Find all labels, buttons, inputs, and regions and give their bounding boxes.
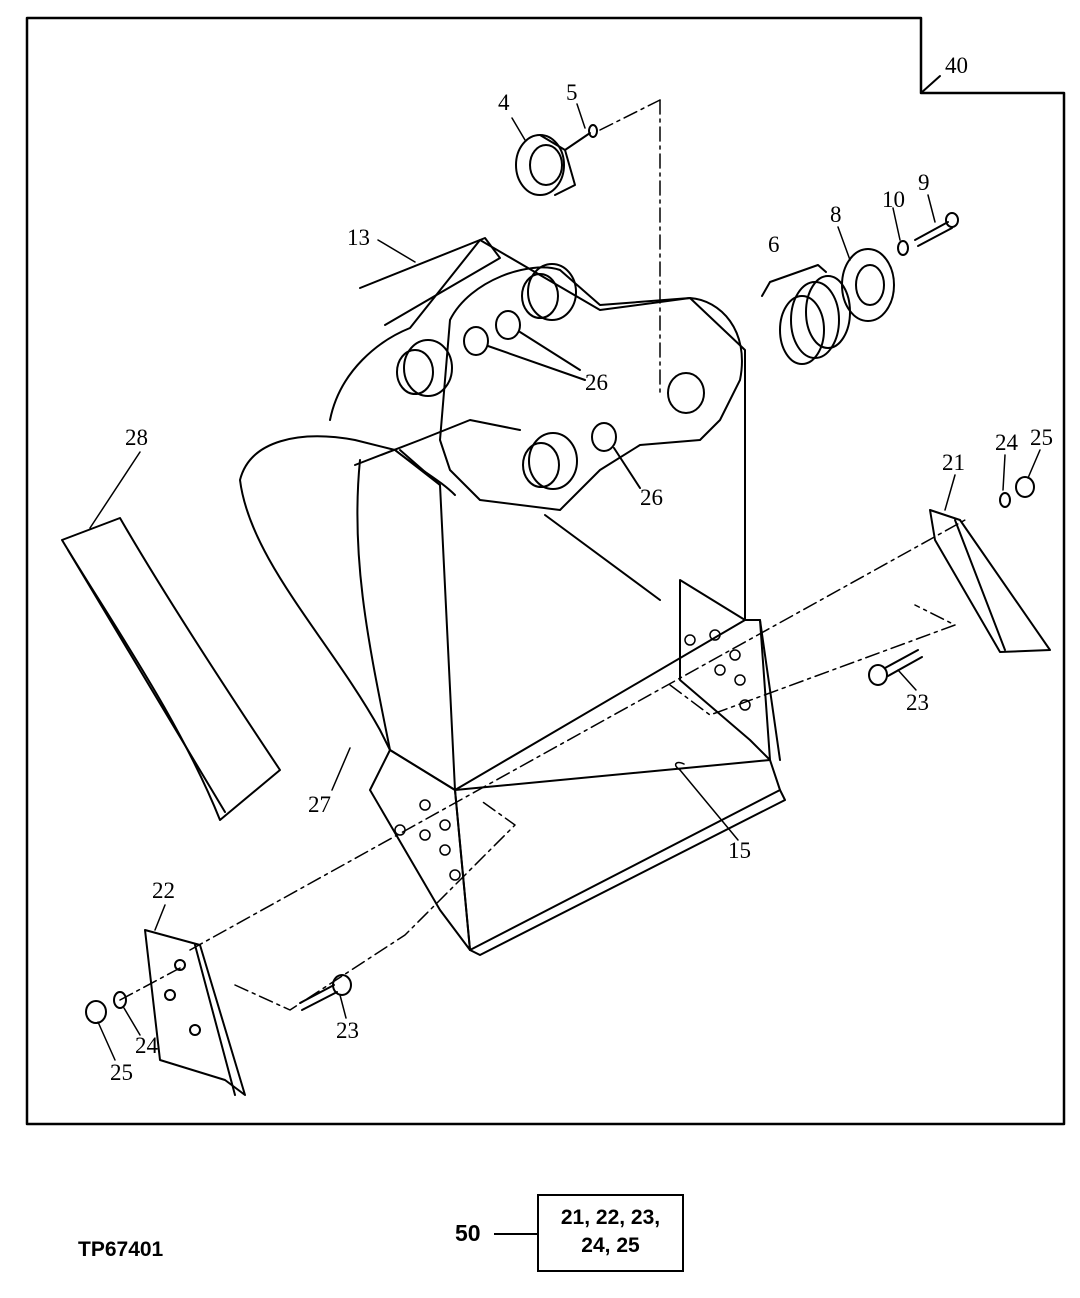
callout-27: 27 — [308, 792, 331, 817]
plate-part-8 — [841, 248, 895, 322]
shims-part-6 — [761, 264, 851, 365]
cap-part-4 — [515, 124, 598, 196]
callout-13: 13 — [347, 225, 370, 250]
callout-23-left: 23 — [336, 1018, 359, 1043]
side-cutter-part-21 — [929, 509, 1051, 653]
bolt-holes — [394, 629, 751, 881]
bolt-part-9 — [914, 221, 953, 247]
lug-bushings — [396, 263, 705, 490]
callout-24-left: 24 — [135, 1033, 159, 1058]
callout-26-upper: 26 — [585, 370, 608, 395]
callout-26-lower: 26 — [640, 485, 663, 510]
callout-40: 40 — [945, 53, 968, 78]
bucket-body — [239, 237, 786, 956]
side-cutter-part-22 — [144, 929, 246, 1096]
kit-contents-line-1: 21, 22, 23, — [560, 1206, 661, 1229]
callout-5: 5 — [566, 80, 578, 105]
callout-25-left: 25 — [110, 1060, 133, 1085]
cutting-edge-strip — [61, 517, 281, 821]
callout-24-right: 24 — [995, 430, 1019, 455]
kit-contents-line-2: 24, 25 — [581, 1234, 640, 1257]
callout-4: 4 — [498, 90, 510, 115]
washer-part-10 — [897, 240, 909, 256]
kit-number: 50 — [455, 1220, 481, 1246]
callout-15: 15 — [728, 838, 751, 863]
frame-notch-leader — [920, 75, 941, 94]
callout-25-right: 25 — [1030, 425, 1053, 450]
callout-10: 10 — [882, 187, 905, 212]
callout-22: 22 — [152, 878, 175, 903]
callout-21: 21 — [942, 450, 965, 475]
figure-id: TP67401 — [78, 1238, 164, 1261]
kit-leader-line — [494, 1233, 537, 1235]
callout-23-right: 23 — [906, 690, 929, 715]
callout-9: 9 — [918, 170, 930, 195]
callout-28: 28 — [125, 425, 148, 450]
callout-6: 6 — [768, 232, 780, 257]
kit-contents-box: 21, 22, 23, 24, 25 — [537, 1194, 684, 1272]
bolt-part-23-left — [299, 984, 338, 1011]
callout-8: 8 — [830, 202, 842, 227]
diagram-frame — [25, 16, 1066, 1126]
bolt-part-23-right — [884, 649, 923, 677]
